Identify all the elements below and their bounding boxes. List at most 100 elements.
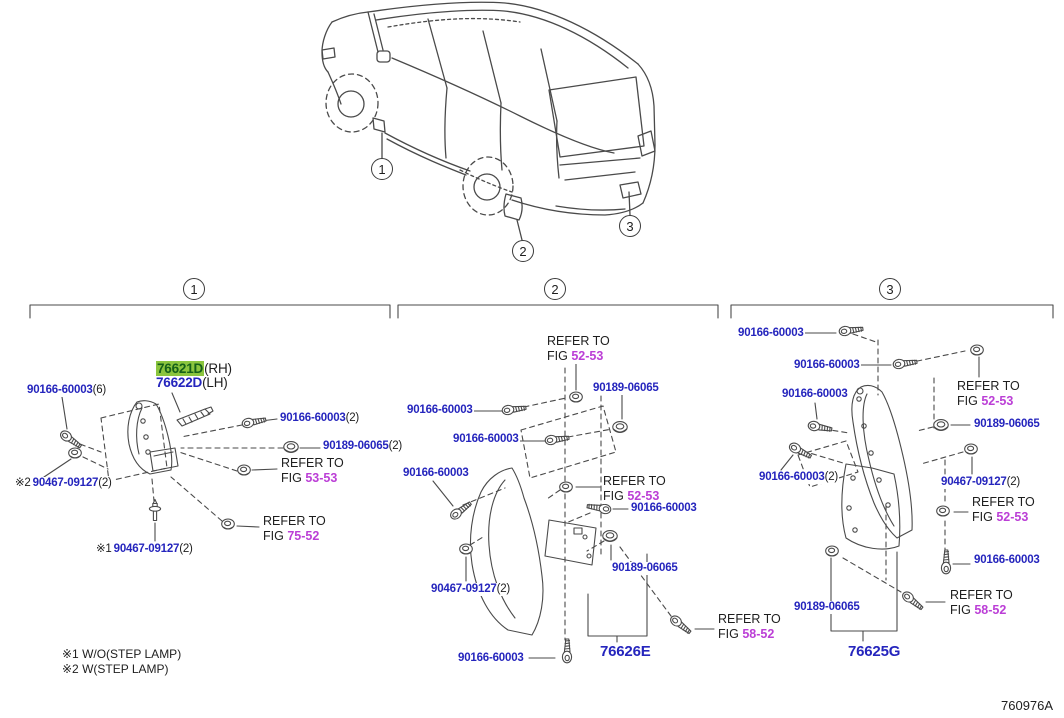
part-number-link[interactable]: 90166-60003 xyxy=(453,433,519,445)
refer-fig-52-53: REFER TO FIG 52-53 xyxy=(602,474,667,504)
part-number-link[interactable]: 90166-60003 xyxy=(738,327,804,339)
part-label-screw-x2: 90166-60003(2) xyxy=(758,471,840,484)
screw-icon xyxy=(585,501,612,515)
part-label-nut-x2: 90189-06065(2) xyxy=(322,440,404,453)
section3-header-callout: 3 xyxy=(879,278,901,300)
part-label-76621d: 76621D(RH) xyxy=(155,361,233,377)
part-number-link[interactable]: 90166-60003 xyxy=(407,404,473,416)
part-number-link[interactable]: 90166-60003 xyxy=(403,467,469,479)
screw-icon xyxy=(940,549,952,575)
part-number-link[interactable]: 90189-06065 xyxy=(974,418,1040,430)
fig-link[interactable]: 52-53 xyxy=(981,393,1014,408)
fig-link[interactable]: 58-52 xyxy=(974,602,1007,617)
part-number-link[interactable]: 90467-09127 xyxy=(941,476,1007,488)
part-number-link[interactable]: 90166-60003 xyxy=(631,502,697,514)
part-label-screw: 90166-60003 xyxy=(781,388,849,401)
fig-link[interactable]: 53-53 xyxy=(305,470,338,485)
fig-link[interactable]: 52-53 xyxy=(996,509,1029,524)
part-number-link[interactable]: 76622D xyxy=(156,375,203,390)
fig-link[interactable]: 75-52 xyxy=(287,528,320,543)
part-label-76626e[interactable]: 76626E xyxy=(598,643,653,660)
part-label-nut: 90189-06065 xyxy=(592,382,660,395)
screw-icon xyxy=(240,414,268,430)
part-label-screw: 90166-60003 xyxy=(793,359,861,372)
fig-link[interactable]: 52-53 xyxy=(571,348,604,363)
grommet-icon xyxy=(825,545,839,557)
part-label-screw: 90166-60003 xyxy=(630,502,698,515)
nut-icon xyxy=(602,530,618,542)
part-number-link[interactable]: 76621D xyxy=(156,361,205,376)
part-label-screw: 90166-60003 xyxy=(406,404,474,417)
screw-icon xyxy=(501,402,528,416)
part-number-link[interactable]: 90166-60003 xyxy=(794,359,860,371)
front-mudguard-on-car xyxy=(372,117,386,133)
rear-panel-part xyxy=(841,463,901,550)
part-label-nut: 90189-06065 xyxy=(793,601,861,614)
fig-link[interactable]: 52-53 xyxy=(627,488,660,503)
part-label-screw: 90166-60003 xyxy=(457,652,525,665)
section-brackets xyxy=(29,304,1054,319)
part-label-76622d: 76622D(LH) xyxy=(155,375,229,391)
part-number-link[interactable]: 90166-60003 xyxy=(27,384,93,396)
screw-icon xyxy=(668,613,694,637)
footnote-2: ※2 W(STEP LAMP) xyxy=(62,662,169,676)
refer-fig-53-53: REFER TO FIG 53-53 xyxy=(280,456,345,486)
part-number-link[interactable]: 90467-09127 xyxy=(32,477,99,489)
mudguard-bracket-part xyxy=(176,408,211,427)
clip-icon xyxy=(936,505,950,517)
part-number-link[interactable]: 90467-09127 xyxy=(431,583,497,595)
screw-icon xyxy=(892,356,919,370)
section2-header-callout: 2 xyxy=(544,278,566,300)
refer-fig-58-52: REFER TO FIG 58-52 xyxy=(717,612,782,642)
screw-icon xyxy=(806,419,834,435)
clip-icon xyxy=(569,391,583,403)
screw-icon xyxy=(561,638,573,664)
part-number-link[interactable]: 90467-09127 xyxy=(113,543,180,555)
rear-corner-pad-on-car xyxy=(619,181,642,199)
mirror-on-car xyxy=(376,50,391,63)
screw-icon xyxy=(58,428,84,451)
car-callout-1: 1 xyxy=(371,158,393,180)
part-label-screw-x2: 90166-60003(2) xyxy=(279,412,361,425)
grommet-icon xyxy=(68,447,82,459)
part-number-link[interactable]: 90189-06065 xyxy=(593,382,659,394)
part-number-link[interactable]: 90189-06065 xyxy=(794,601,860,613)
part-number-link[interactable]: 90166-60003 xyxy=(782,388,848,400)
rear-mudguard-front-part xyxy=(469,467,544,636)
grommet-icon xyxy=(964,443,978,455)
part-number-link[interactable]: 90166-60003 xyxy=(974,554,1040,566)
part-label-pin-x2: 90467-09127(2) xyxy=(430,583,512,596)
part-label-nut: 90189-06065 xyxy=(611,562,679,575)
footnote-1: ※1 W/O(STEP LAMP) xyxy=(62,647,182,661)
fig-link[interactable]: 58-52 xyxy=(742,626,775,641)
part-number-link[interactable]: 90189-06065 xyxy=(612,562,678,574)
clip-icon xyxy=(559,481,573,493)
part-label-screw: 90166-60003 xyxy=(737,327,805,340)
clip-icon xyxy=(237,464,251,476)
grommet-icon xyxy=(459,543,473,555)
part-number-link[interactable]: 90189-06065 xyxy=(323,440,389,452)
part-label-76625g[interactable]: 76625G xyxy=(846,643,903,660)
refer-fig-58-52: REFER TO FIG 58-52 xyxy=(949,588,1014,618)
car-callout-3: 3 xyxy=(619,215,641,237)
part-number-link[interactable]: 90166-60003 xyxy=(458,652,524,664)
nut-icon xyxy=(283,441,299,453)
vehicle-drawing xyxy=(321,1,656,241)
part-label-screw-x6: 90166-60003(6) xyxy=(26,384,108,397)
clip-icon xyxy=(221,518,235,530)
part-number-link[interactable]: 90166-60003 xyxy=(759,471,825,483)
rivet-icon xyxy=(148,498,162,522)
section2-assembly xyxy=(432,363,715,664)
car-callout-2: 2 xyxy=(512,240,534,262)
screw-icon xyxy=(544,432,571,446)
part-label-pin-x2: 90467-09127(2) xyxy=(940,476,1022,489)
nut-icon xyxy=(933,419,949,431)
rear-mudguard-on-car xyxy=(503,193,523,221)
section1-assembly xyxy=(43,392,321,542)
part-label-screw: 90166-60003 xyxy=(973,554,1041,567)
part-number-link[interactable]: 90166-60003 xyxy=(280,412,346,424)
refer-fig-52-53: REFER TO FIG 52-53 xyxy=(956,379,1021,409)
